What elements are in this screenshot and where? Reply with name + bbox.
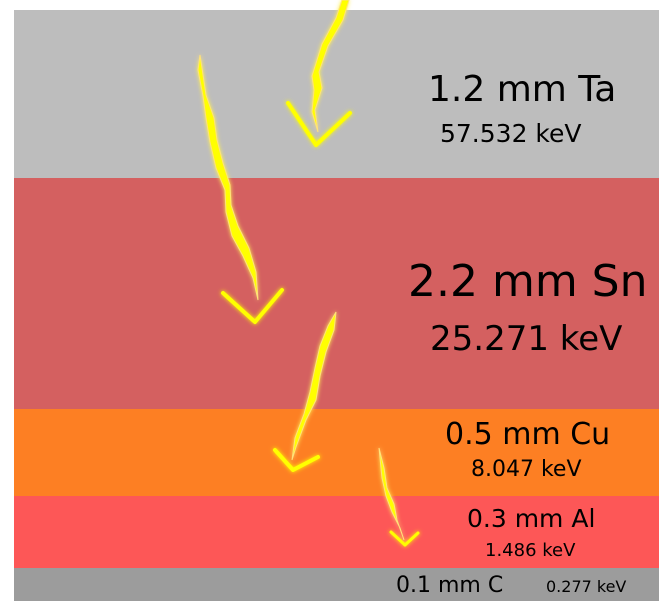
layer-energy-tantalum: 57.532 keV: [440, 119, 582, 148]
layer-name-aluminium: 0.3 mm Al: [467, 504, 596, 533]
layer-carbon: 0.1 mm C 0.277 keV: [14, 568, 659, 601]
layer-energy-copper: 8.047 keV: [471, 457, 582, 482]
layer-name-carbon: 0.1 mm C: [396, 573, 504, 598]
layer-energy-tin: 25.271 keV: [430, 319, 623, 359]
layer-energy-carbon: 0.277 keV: [546, 577, 627, 596]
layer-tantalum: 1.2 mm Ta 57.532 keV: [14, 10, 659, 178]
layer-name-tin: 2.2 mm Sn: [408, 256, 648, 307]
layer-name-tantalum: 1.2 mm Ta: [428, 69, 617, 110]
layer-energy-aluminium: 1.486 keV: [485, 540, 576, 561]
layer-tin: 2.2 mm Sn 25.271 keV: [14, 178, 659, 409]
layer-aluminium: 0.3 mm Al 1.486 keV: [14, 496, 659, 568]
layer-copper: 0.5 mm Cu 8.047 keV: [14, 409, 659, 496]
layer-name-copper: 0.5 mm Cu: [445, 417, 611, 452]
